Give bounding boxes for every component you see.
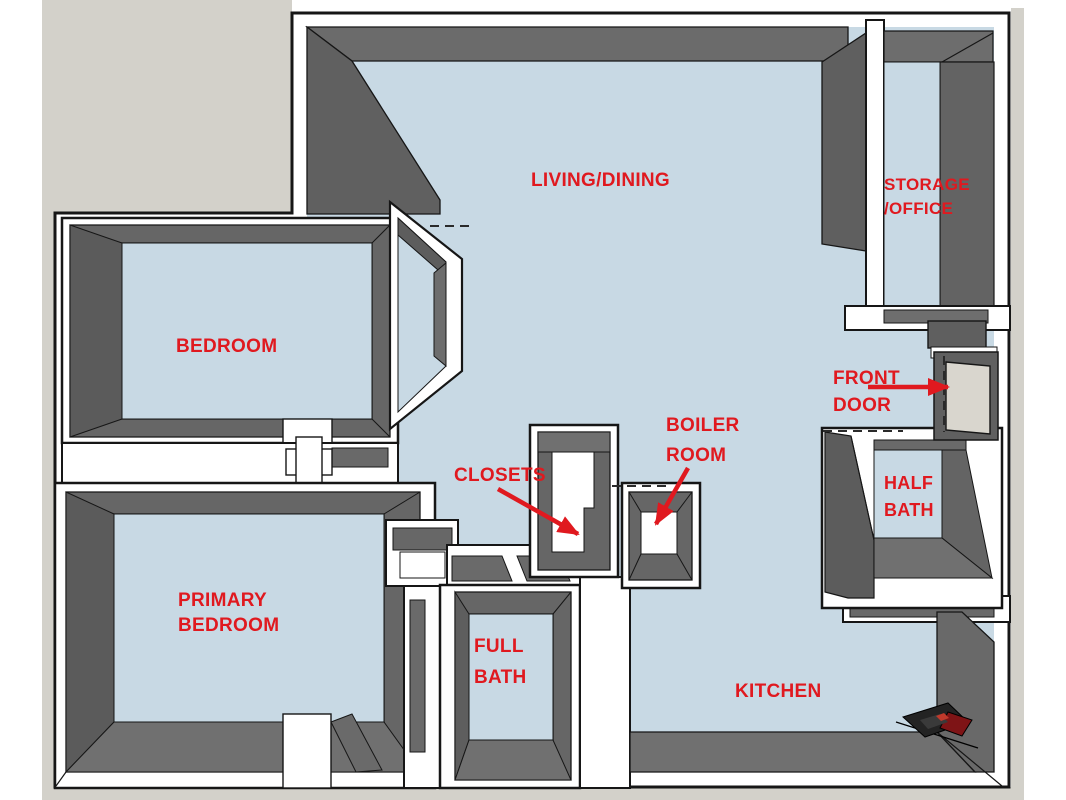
kitchen-corner-object <box>895 702 979 749</box>
perimeter-wall-faces <box>305 25 867 252</box>
room-primary-bedroom <box>53 481 437 790</box>
front-door-panel <box>945 361 991 435</box>
label-primary-line2: BEDROOM <box>178 615 279 636</box>
label-full-bath-line2: BATH <box>474 667 527 688</box>
label-half-bath-line1: HALF <box>884 473 933 493</box>
room-bedroom <box>60 216 400 446</box>
wall-bedroom-primary <box>61 436 399 488</box>
label-kitchen: KITCHEN <box>735 681 822 702</box>
label-storage-line2: /OFFICE <box>884 199 953 218</box>
label-front-door-line2: DOOR <box>833 395 891 416</box>
doorway-jamb <box>295 436 323 488</box>
label-closets: CLOSETS <box>454 465 546 486</box>
exterior-ground <box>42 0 1024 800</box>
room-full-bath <box>438 583 582 790</box>
label-boiler-line2: ROOM <box>666 445 726 466</box>
hall-closet-block <box>385 519 459 789</box>
room-labels: LIVING/DINING STORAGE /OFFICE BEDROOM PR… <box>176 170 970 702</box>
label-boiler-line1: BOILER <box>666 415 740 436</box>
label-bedroom: BEDROOM <box>176 336 277 357</box>
room-storage-office <box>844 19 1011 359</box>
label-half-bath-line2: BATH <box>884 500 934 520</box>
room-half-bath <box>820 426 1004 610</box>
annotation-arrows <box>496 378 950 536</box>
primary-door-gap <box>282 713 332 789</box>
label-front-door-line1: FRONT <box>833 368 900 389</box>
boiler-room-arrow <box>654 466 690 526</box>
closets-arrow <box>496 487 580 536</box>
wall-bath-kitchen <box>579 576 631 789</box>
label-primary-line1: PRIMARY <box>178 590 267 611</box>
label-full-bath-line1: FULL <box>474 636 524 657</box>
label-living-dining: LIVING/DINING <box>531 170 670 191</box>
front-door <box>933 351 999 441</box>
room-closets <box>528 423 620 579</box>
bedroom-entry-bay <box>388 199 464 432</box>
room-boiler <box>620 481 702 590</box>
label-storage-line1: STORAGE <box>884 175 970 194</box>
